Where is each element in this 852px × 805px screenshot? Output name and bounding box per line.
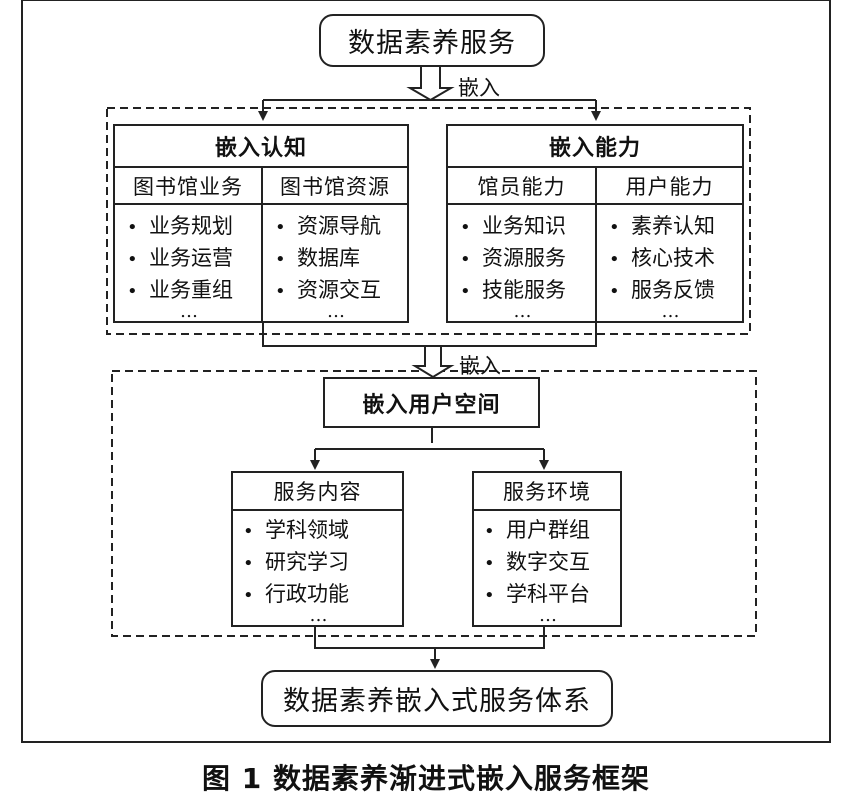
bullet-icon: • — [275, 217, 286, 238]
ellipsis: … — [661, 301, 682, 322]
ability-col2-title-box: 用户能力 — [595, 166, 744, 205]
bullet-icon: • — [127, 249, 138, 270]
bullet-icon: • — [275, 281, 286, 302]
hollow-arrow-2 — [411, 345, 455, 379]
figure-caption: 图 1 数据素养渐进式嵌入服务框架 — [202, 762, 650, 795]
list-item: •业务重组 — [127, 275, 233, 307]
list-item: •用户群组 — [484, 515, 590, 547]
cognition-header-box: 嵌入认知 — [113, 124, 409, 168]
ability-header-box: 嵌入能力 — [446, 124, 744, 168]
bullet-icon: • — [460, 217, 471, 238]
cognition-col2-title-box: 图书馆资源 — [261, 166, 409, 205]
user-space-title: 嵌入用户空间 — [362, 391, 501, 418]
ability-col2-list: •素养认知 •核心技术 •服务反馈 — [609, 211, 715, 307]
environment-body: •用户群组 •数字交互 •学科平台 … — [472, 509, 622, 627]
environment-title-box: 服务环境 — [472, 471, 622, 511]
cognition-col1-title: 图书馆业务 — [133, 174, 243, 199]
ellipsis: … — [327, 301, 347, 322]
list-item: •行政功能 — [243, 579, 349, 611]
content-list: •学科领域 •研究学习 •行政功能 — [243, 515, 349, 611]
list-item: •学科平台 — [484, 579, 590, 611]
list-item: •资源服务 — [460, 243, 566, 275]
environment-list: •用户群组 •数字交互 •学科平台 — [484, 515, 590, 611]
cognition-col1-list: •业务规划 •业务运营 •业务重组 — [127, 211, 233, 307]
list-item: •研究学习 — [243, 547, 349, 579]
cognition-col2-body: •资源导航 •数据库 •资源交互 … — [261, 203, 409, 323]
list-item: •学科领域 — [243, 515, 349, 547]
embed-label-2: 嵌入 — [459, 354, 501, 378]
content-body: •学科领域 •研究学习 •行政功能 … — [231, 509, 404, 627]
ability-header: 嵌入能力 — [548, 135, 641, 161]
bullet-icon: • — [609, 249, 620, 270]
cognition-col1-body: •业务规划 •业务运营 •业务重组 … — [113, 203, 263, 323]
user-space-box: 嵌入用户空间 — [323, 377, 540, 428]
ability-col1-list: •业务知识 •资源服务 •技能服务 — [460, 211, 566, 307]
ellipsis: … — [309, 605, 330, 626]
hollow-arrow-1 — [406, 65, 455, 102]
ability-col1-title-box: 馆员能力 — [446, 166, 597, 205]
bullet-icon: • — [275, 249, 286, 270]
bullet-icon: • — [460, 249, 471, 270]
upper-dashed-group — [106, 107, 751, 335]
cognition-header: 嵌入认知 — [214, 135, 307, 161]
bullet-icon: • — [484, 585, 495, 606]
bullet-icon: • — [609, 217, 620, 238]
list-item: •技能服务 — [460, 275, 566, 307]
bullet-icon: • — [127, 217, 138, 238]
list-item: •数字交互 — [484, 547, 590, 579]
top-title: 数据素养服务 — [348, 28, 516, 59]
ellipsis: … — [539, 605, 559, 626]
cognition-col2-list: •资源导航 •数据库 •资源交互 — [275, 211, 381, 307]
content-title: 服务内容 — [273, 480, 362, 504]
bullet-icon: • — [484, 521, 495, 542]
ellipsis: … — [180, 301, 200, 322]
ability-col2-body: •素养认知 •核心技术 •服务反馈 … — [595, 203, 744, 323]
bullet-icon: • — [243, 553, 254, 574]
bullet-icon: • — [243, 585, 254, 606]
list-item: •资源导航 — [275, 211, 381, 243]
cognition-col2-title: 图书馆资源 — [280, 174, 390, 199]
bullet-icon: • — [460, 281, 471, 302]
ellipsis: … — [513, 301, 534, 322]
list-item: •服务反馈 — [609, 275, 715, 307]
list-item: •业务规划 — [127, 211, 233, 243]
bullet-icon: • — [484, 553, 495, 574]
outer-frame — [21, 0, 831, 743]
list-item: •核心技术 — [609, 243, 715, 275]
list-item: •业务知识 — [460, 211, 566, 243]
top-title-box: 数据素养服务 — [319, 14, 545, 67]
content-title-box: 服务内容 — [231, 471, 404, 511]
cognition-col1-title-box: 图书馆业务 — [113, 166, 263, 205]
bullet-icon: • — [243, 521, 254, 542]
list-item: •素养认知 — [609, 211, 715, 243]
ability-col1-title: 馆员能力 — [477, 174, 566, 199]
bottom-title: 数据素养嵌入式服务体系 — [283, 686, 591, 717]
bullet-icon: • — [127, 281, 138, 302]
environment-title: 服务环境 — [503, 480, 591, 504]
embed-label-1: 嵌入 — [458, 76, 500, 100]
merge-line-2 — [314, 626, 545, 649]
list-item: •资源交互 — [275, 275, 381, 307]
ability-col2-title: 用户能力 — [625, 174, 714, 199]
ability-col1-body: •业务知识 •资源服务 •技能服务 … — [446, 203, 597, 323]
list-item: •数据库 — [275, 243, 381, 275]
bullet-icon: • — [609, 281, 620, 302]
list-item: •业务运营 — [127, 243, 233, 275]
bottom-title-box: 数据素养嵌入式服务体系 — [261, 670, 613, 727]
